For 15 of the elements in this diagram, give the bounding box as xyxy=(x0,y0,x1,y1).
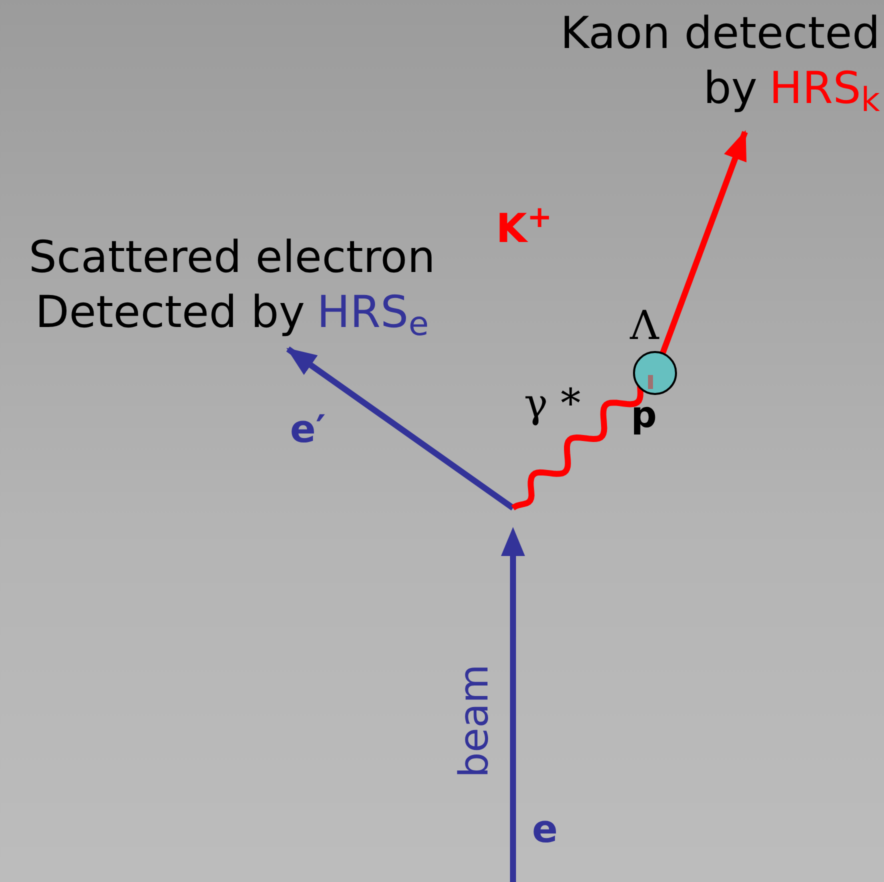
arrow xyxy=(286,346,515,510)
particle-label: e′ xyxy=(290,406,326,452)
beam-label: beam xyxy=(452,664,498,778)
particle-label: e xyxy=(532,806,558,852)
node-label: HRS$_{k}$ xyxy=(769,63,880,114)
particle-label: γ * xyxy=(524,381,581,427)
node-label: by xyxy=(703,63,758,114)
node-label: HRS$_{e}$ xyxy=(316,287,429,338)
particle-label: K$^{+}$ xyxy=(496,206,552,252)
node-label: Kaon detected xyxy=(559,7,880,61)
particle-symbol: p xyxy=(631,394,657,438)
wavy-line xyxy=(511,386,644,510)
particle-symbol: Λ xyxy=(630,303,659,349)
node-label: Scattered electron xyxy=(28,231,436,285)
node-label: Detected by xyxy=(35,287,305,338)
